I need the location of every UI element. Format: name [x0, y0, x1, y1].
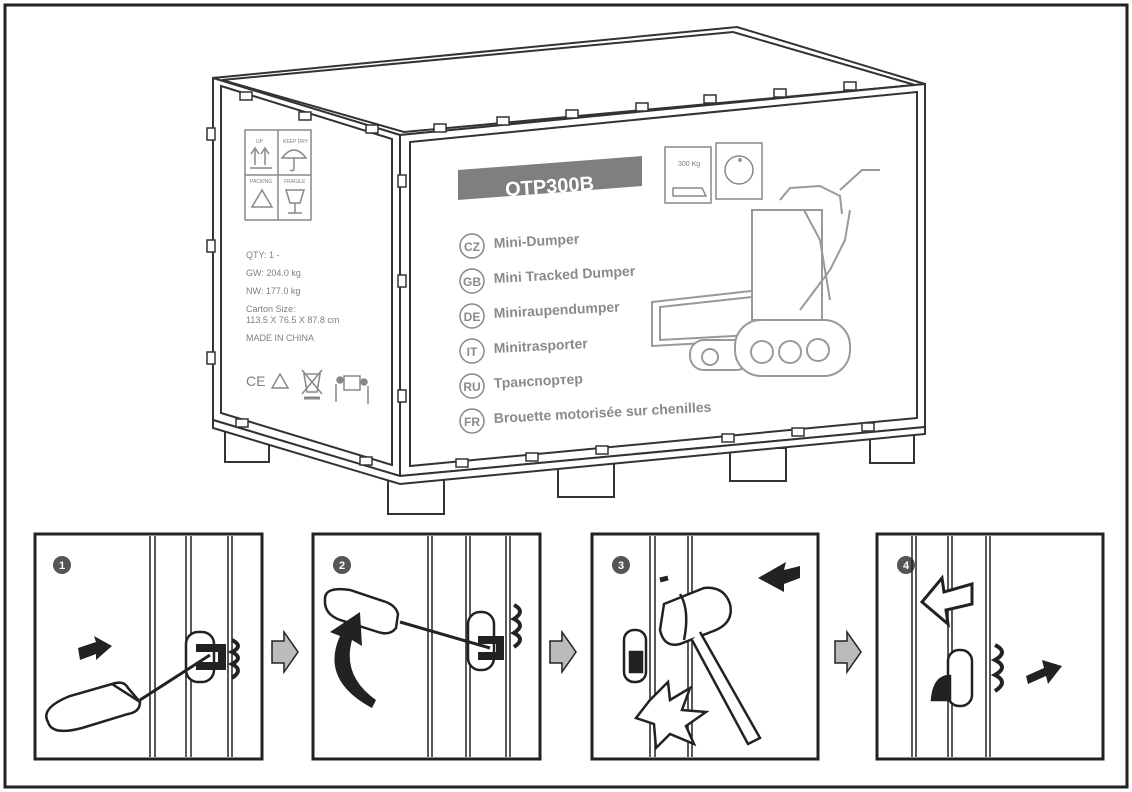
ce-mark: CE	[246, 373, 265, 389]
spec-net-weight: NW: 177.0 kg	[246, 286, 300, 296]
screwdriver-insert-icon	[45, 630, 240, 733]
model-badge	[458, 156, 642, 200]
step-number: 4	[903, 560, 910, 572]
language-item-ru: RU Транспортер	[459, 370, 583, 399]
step-number-badge	[53, 556, 71, 574]
push-arrow-icon	[78, 636, 112, 660]
language-name: Minitrasporter	[493, 335, 588, 356]
handling-symbols	[244, 129, 312, 221]
spec-list: QTY: 1 - GW: 204.0 kg NW: 177.0 kg Carto…	[246, 250, 339, 343]
step-number-badge	[897, 556, 915, 574]
spec-gross-weight: GW: 204.0 kg	[246, 268, 301, 278]
weee-bin-icon	[301, 369, 323, 400]
side-panel: UP KEEP DRY PACKING FRAGILE QTY: 1 - GW:…	[244, 129, 369, 404]
crate-clips	[206, 81, 875, 468]
two-person-lift-icon	[335, 375, 369, 404]
language-code: DE	[464, 310, 481, 324]
language-code: FR	[464, 415, 480, 429]
next-step-arrow-icon	[549, 629, 577, 675]
symbol-label-up: UP	[256, 139, 264, 145]
language-name: Mini Tracked Dumper	[493, 263, 636, 286]
tracked-dumper-icon	[651, 158, 880, 377]
language-code: IT	[467, 345, 478, 359]
language-code: RU	[463, 380, 480, 394]
recycle-triangle-icon	[270, 372, 290, 389]
symbol-label-fragile: FRAGILE	[284, 179, 306, 185]
engine-icon	[715, 142, 763, 200]
next-step-arrow-icon	[834, 629, 862, 675]
rotate-arrow-icon	[330, 612, 376, 708]
language-item-cz: CZ Mini-Dumper	[459, 231, 580, 259]
symbol-label-keep-dry: KEEP DRY	[283, 139, 309, 145]
language-item-it: IT Minitrasporter	[459, 335, 589, 364]
recycle-icon	[250, 188, 274, 208]
upward-arrow-outline-icon	[919, 574, 974, 628]
language-code: CZ	[464, 240, 480, 254]
language-name: Mini-Dumper	[493, 231, 580, 251]
load-badge: 300 Kg	[678, 161, 700, 168]
crate-side-face	[212, 76, 401, 478]
this-way-up-icon	[250, 146, 272, 169]
step-number-badge	[612, 556, 630, 574]
clip-removed-icon	[930, 643, 1004, 708]
step-panel-4: 4	[875, 532, 1105, 761]
hammer-strike-icon	[622, 575, 762, 751]
next-step-arrow-icon	[271, 629, 299, 675]
spec-carton-size: 113.5 X 76.5 X 87.8 cm	[246, 315, 339, 325]
screwdriver-lever-icon	[323, 587, 522, 672]
language-code: GB	[463, 275, 481, 289]
pull-out-arrow-icon	[1026, 660, 1062, 684]
fragile-glass-icon	[284, 189, 306, 214]
language-name: Транспортер	[493, 370, 583, 391]
load-capacity-icon	[664, 146, 712, 204]
spec-qty: QTY: 1 -	[246, 250, 280, 260]
step-number-badge	[333, 556, 351, 574]
step-number: 3	[618, 560, 624, 572]
step-panels: 1 2	[33, 532, 1105, 761]
symbol-label-packing: PACKING	[250, 179, 272, 185]
spec-carton-size-label: Carton Size:	[246, 304, 296, 314]
spec-origin: MADE IN CHINA	[246, 333, 314, 343]
language-name: Miniraupendumper	[493, 298, 620, 321]
keep-dry-icon	[280, 149, 308, 172]
language-item-de: DE Miniraupendumper	[459, 298, 621, 329]
step-panel-3: 3	[590, 532, 820, 761]
step-number: 1	[59, 560, 65, 572]
strike-direction-arrow-icon	[758, 562, 800, 592]
language-item-gb: GB Mini Tracked Dumper	[459, 263, 636, 294]
step-panel-1: 1	[33, 532, 264, 761]
step-panel-2: 2	[311, 532, 542, 761]
step-number: 2	[339, 560, 345, 572]
